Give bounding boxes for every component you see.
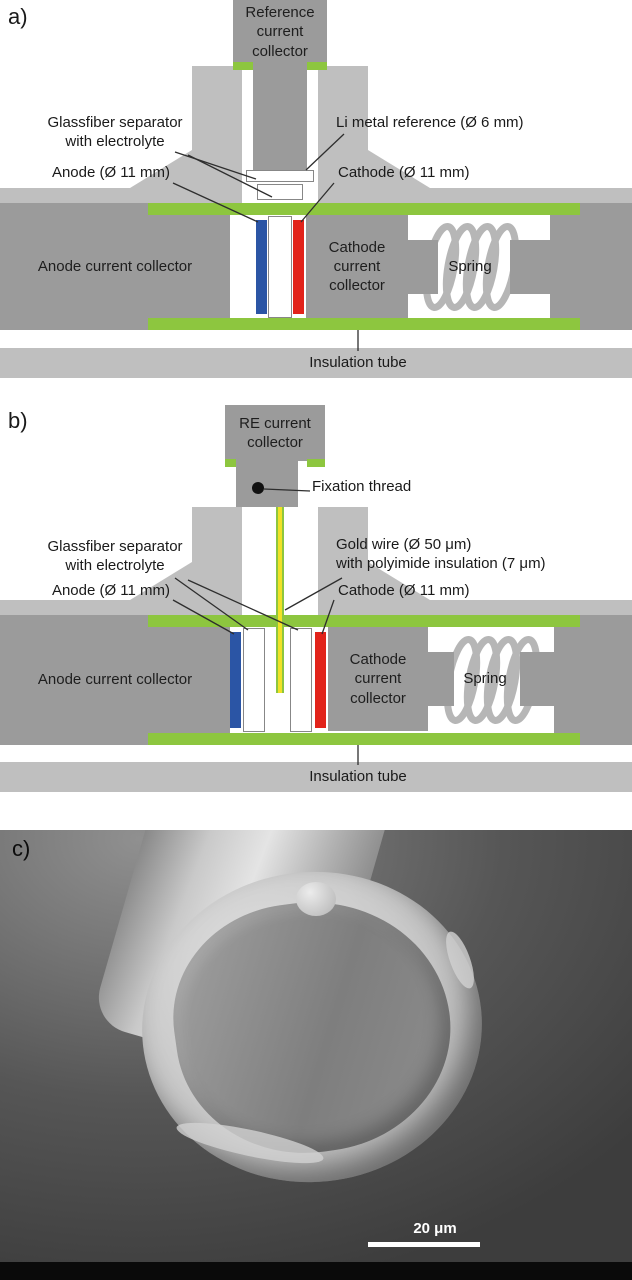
sem-info-strip	[0, 1262, 632, 1280]
cathode-electrode	[293, 220, 304, 314]
anode-electrode	[230, 632, 241, 728]
glassfiber-label: Glassfiber separator with electrolyte	[30, 114, 200, 152]
spring-label: Spring	[463, 670, 507, 687]
insulation-sleeve-bottom	[148, 318, 580, 330]
leader-glassfiber-1	[174, 151, 257, 180]
cathode-electrode	[315, 632, 326, 728]
gold-wire-label-line2: with polyimide insulation (7 μm)	[336, 554, 546, 572]
panel-c-sem-image: c) 20 μm	[0, 830, 632, 1280]
anode-current-collector-block: Anode current collector	[0, 615, 230, 745]
anode-current-collector-block: Anode current collector	[0, 203, 230, 330]
scale-bar	[368, 1242, 480, 1247]
panel-a-tag: a)	[8, 4, 28, 29]
reference-separator	[257, 184, 303, 200]
spring-label: Spring	[448, 258, 492, 275]
panel-b: RE current collector Anode current colle…	[0, 400, 632, 830]
cathode-label: Cathode (Ø 11 mm)	[338, 582, 470, 599]
re-current-collector-label: RE current collector	[239, 414, 311, 451]
glassfiber-separator-right	[290, 628, 312, 732]
cathode-current-collector-block: Cathode current collector	[328, 627, 428, 731]
glassfiber-label-line1: Glassfiber separator	[47, 114, 183, 131]
green-seal-left	[233, 62, 253, 70]
glassfiber-label-line2: with electrolyte	[65, 556, 165, 574]
glassfiber-label-line1: Glassfiber separator	[47, 538, 183, 555]
panel-a: Reference current collector Anode curren…	[0, 0, 632, 400]
glassfiber-label: Glassfiber separator with electrolyte	[30, 538, 200, 576]
right-end-protrusion	[520, 652, 554, 706]
gold-wire-label: Gold wire (Ø 50 μm) with polyimide insul…	[336, 536, 632, 574]
insulation-tube-bar	[0, 762, 632, 792]
insulation-sleeve-bottom	[148, 733, 580, 745]
cathode-collector-extension	[428, 652, 454, 706]
insulation-tube-label: Insulation tube	[309, 768, 407, 785]
right-end-protrusion	[510, 240, 550, 294]
gold-wire-label-line1: Gold wire (Ø 50 μm)	[336, 536, 472, 553]
green-seal-right	[307, 459, 325, 467]
glassfiber-label-line2: with electrolyte	[65, 132, 165, 150]
fixation-thread-label: Fixation thread	[312, 478, 412, 495]
glassfiber-separator	[268, 216, 292, 318]
anode-current-collector-label: Anode current collector	[37, 257, 193, 275]
insulation-tube-label: Insulation tube	[309, 354, 407, 371]
right-end-block	[554, 615, 632, 745]
cathode-label: Cathode (Ø 11 mm)	[338, 164, 470, 181]
glassfiber-separator-left	[243, 628, 265, 732]
green-seal-right	[307, 62, 327, 70]
reference-rod	[253, 62, 307, 172]
panel-b-tag: b)	[8, 408, 28, 433]
anode-label: Anode (Ø 11 mm)	[51, 582, 171, 599]
anode-current-collector-label: Anode current collector	[37, 671, 193, 689]
li-reference-label: Li metal reference (Ø 6 mm)	[336, 114, 524, 131]
cathode-current-collector-label: Cathode current collector	[349, 651, 407, 707]
li-reference-disc	[246, 170, 314, 182]
reference-current-collector-label: Reference current collector	[245, 4, 315, 60]
wire-holder	[236, 459, 298, 507]
insulation-sleeve-top	[148, 615, 580, 627]
green-seal-left	[225, 459, 243, 467]
anode-electrode	[256, 220, 267, 314]
right-end-block	[550, 203, 632, 330]
cathode-collector-extension	[408, 240, 438, 294]
scale-bar-label: 20 μm	[413, 1220, 457, 1237]
insulation-tube-bar	[0, 348, 632, 378]
surface-bump	[296, 882, 336, 916]
reference-current-collector-block: Reference current collector	[233, 0, 327, 64]
cathode-current-collector-block: Cathode current collector	[306, 215, 408, 318]
cathode-current-collector-label: Cathode current collector	[328, 238, 386, 295]
fixation-thread-dot	[252, 482, 264, 494]
anode-label: Anode (Ø 11 mm)	[51, 164, 171, 181]
re-current-collector-block: RE current collector	[225, 405, 325, 461]
gold-wire-core	[278, 507, 282, 693]
insulation-sleeve-top	[148, 203, 580, 215]
panel-c-tag: c)	[12, 836, 31, 861]
